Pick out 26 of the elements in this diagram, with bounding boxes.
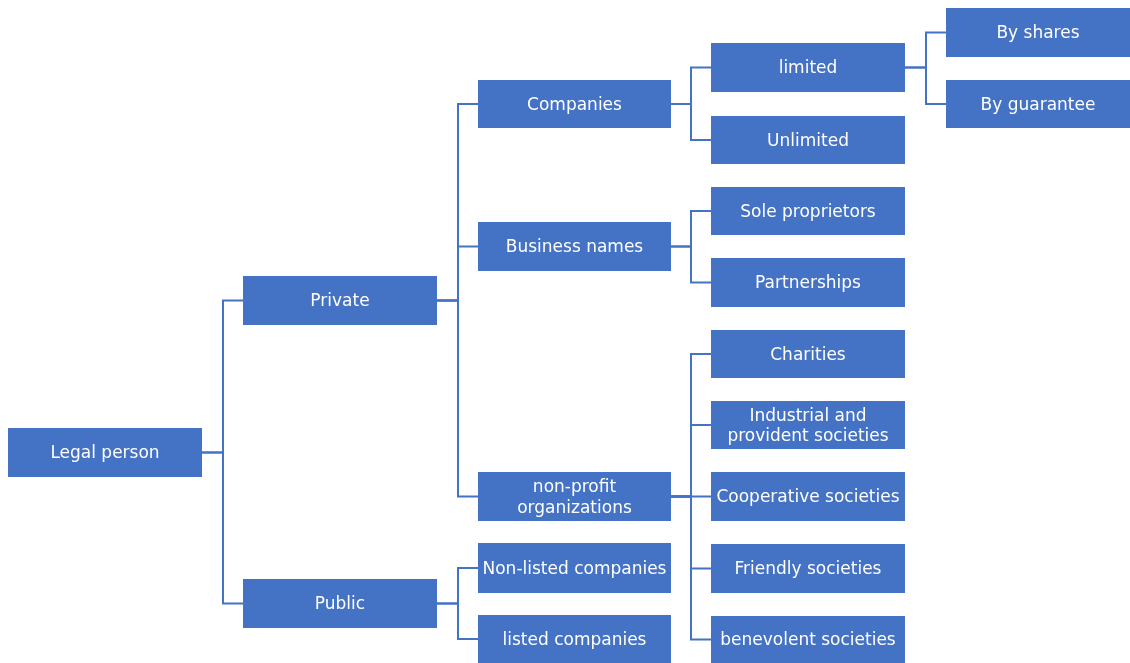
connector-line <box>436 299 479 498</box>
category-box: Industrial and provident societies <box>711 401 905 449</box>
category-box: Legal person <box>8 428 202 477</box>
category-box: Cooperative societies <box>711 472 905 521</box>
category-box: Business names <box>478 222 671 271</box>
connector-line <box>436 602 479 640</box>
category-box: Charities <box>711 330 905 378</box>
connector-line <box>670 495 712 641</box>
connector-line <box>201 451 244 605</box>
category-box: By shares <box>946 8 1130 57</box>
connector-line <box>904 66 947 105</box>
category-box: Partnerships <box>711 258 905 307</box>
category-box: Private <box>243 276 437 325</box>
category-box: Sole proprietors <box>711 187 905 235</box>
category-box: Unlimited <box>711 116 905 164</box>
category-box: By guarantee <box>946 80 1130 128</box>
category-box: Public <box>243 579 437 628</box>
connector-line <box>670 245 712 284</box>
category-box: Non-listed companies <box>478 543 671 593</box>
category-box: listed companies <box>478 615 671 663</box>
connector-line <box>670 103 712 141</box>
category-box: limited <box>711 43 905 92</box>
category-box: Companies <box>478 80 671 128</box>
category-box: non-profit organizations <box>478 472 671 521</box>
category-box: Friendly societies <box>711 544 905 593</box>
category-box: benevolent societies <box>711 616 905 663</box>
